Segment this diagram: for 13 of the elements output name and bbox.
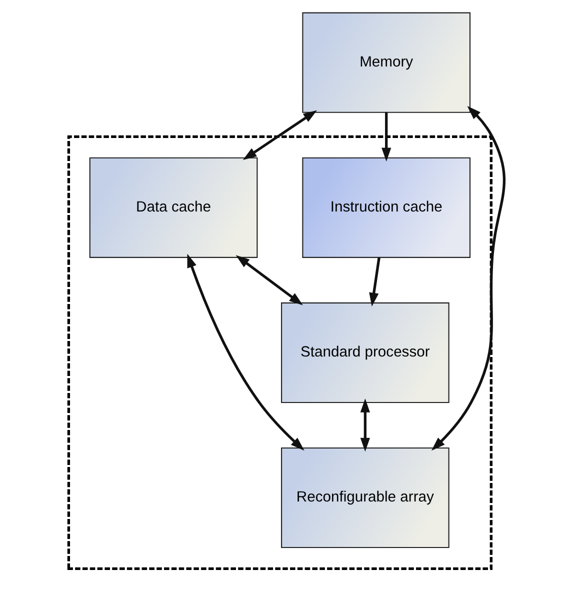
- arrow: [236, 255, 303, 306]
- node-box: Reconfigurable array: [281, 447, 450, 548]
- node-box: Data cache: [89, 157, 258, 258]
- arrow: [187, 254, 304, 451]
- arrow: [431, 106, 506, 451]
- arrow: [369, 257, 380, 307]
- arrow: [242, 110, 318, 160]
- arrow: [382, 112, 392, 162]
- node-box: Instruction cache: [302, 157, 471, 258]
- node-box: Memory: [302, 12, 471, 113]
- arrow: [360, 398, 370, 452]
- cluster: [67, 135, 492, 570]
- node-box: Standard processor: [281, 302, 450, 403]
